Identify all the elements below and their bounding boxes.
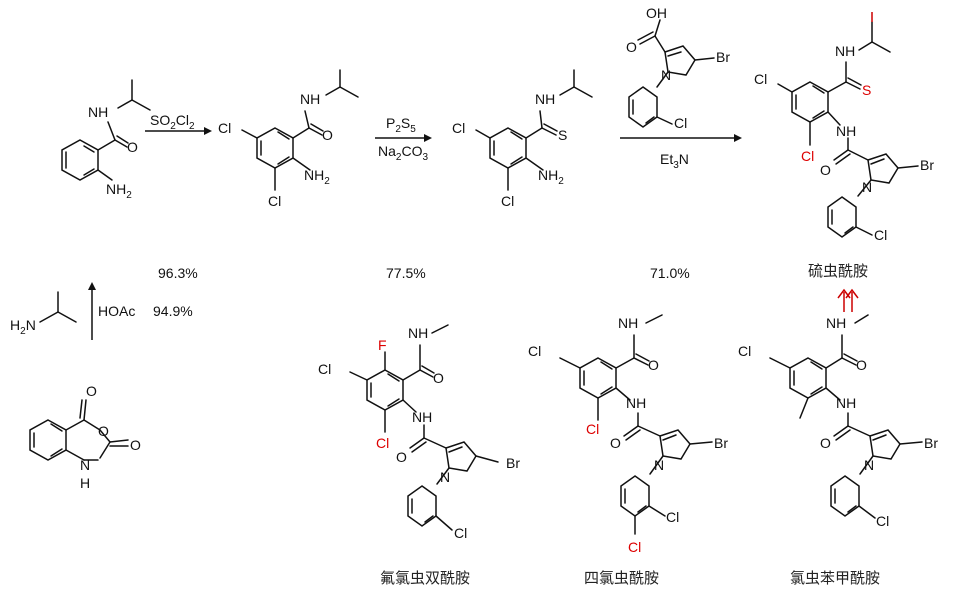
thioamide-s-label: S [862, 82, 871, 98]
molecule-pyrazole-acid: OH O N Br Cl [626, 5, 730, 131]
amide-o-label: O [127, 139, 138, 155]
molecule-tetrachlor: Cl Cl NH O NH O N Br Cl Cl 四氯虫酰胺 [528, 314, 728, 587]
amide-nh-label: NH [826, 315, 846, 331]
amine-nh2-label: NH2 [106, 181, 132, 201]
amide-o-label: O [433, 370, 444, 386]
pyridine-cl-label: Cl [454, 525, 467, 541]
acid-o-label: O [626, 39, 637, 55]
compound-name-fluchlor: 氟氯虫双酰胺 [380, 569, 470, 587]
amide-o-label: O [648, 357, 659, 373]
ring-nh-label: N [80, 457, 90, 473]
molecule-dichloro-amide: Cl Cl NH O NH2 [218, 69, 359, 209]
thioamide-nh-label: NH [535, 91, 555, 107]
step2-arrow: P2S5 Na2CO3 [375, 115, 432, 163]
pyridine-cl-label: Cl [874, 227, 887, 243]
anilide-nh-label: NH [412, 409, 432, 425]
step1-arrow: SO2Cl2 [145, 112, 212, 135]
carbonyl-o-label: O [396, 449, 407, 465]
carbonyl-o-label: O [820, 435, 831, 451]
ring-cl-label: Cl [318, 361, 331, 377]
yield-step3: 71.0% [650, 265, 690, 281]
yield-step1: 96.3% [158, 265, 198, 281]
molecule-fluchlor: F Cl Cl NH O NH O N Br Cl 氟氯虫双酰胺 [318, 324, 520, 587]
derivation-arrows [837, 288, 859, 312]
cl-bottom-label: Cl [268, 193, 281, 209]
ring-cl-label: Cl [754, 71, 767, 87]
pyrazole-n-label: N [440, 469, 450, 485]
reagent-so2cl2: SO2Cl2 [150, 112, 195, 132]
compound-name-chlorantraniliprole: 氯虫苯甲酰胺 [790, 569, 880, 587]
molecule-isopropylamine: H2N [10, 291, 77, 337]
carbonyl-o-label: O [610, 435, 621, 451]
ring-cl-red-label: Cl [586, 421, 599, 437]
cl-top-label: Cl [218, 120, 231, 136]
ring-cl-red-label: Cl [801, 148, 814, 164]
cl-top-label: Cl [452, 120, 465, 136]
molecule-thioamide: Cl Cl NH S NH2 [452, 69, 593, 209]
amide-nh-label: NH [300, 91, 320, 107]
molecule-thiosulfan: Cl Cl NH S NH O N Br Cl 硫虫酰胺 [754, 12, 934, 280]
anilide-nh-label: NH [626, 395, 646, 411]
ring-h-label: H [80, 475, 90, 491]
amine-nh2-label: NH2 [538, 167, 564, 187]
reagent-hoac: HOAc [98, 303, 135, 319]
step0-arrow: HOAc 94.9% [88, 282, 193, 340]
pyrazole-br-label: Br [714, 435, 728, 451]
anilide-nh-label: NH [836, 123, 856, 139]
yield-step2: 77.5% [386, 265, 426, 281]
ring-cl-red-label: Cl [376, 435, 389, 451]
carbonyl-o-label: O [820, 162, 831, 178]
pyrazole-br-label: Br [920, 157, 934, 173]
pyrazole-n-label: N [654, 457, 664, 473]
cl-bottom-label: Cl [501, 193, 514, 209]
pyrazole-br-label: Br [716, 49, 730, 65]
anilide-nh-label: NH [836, 395, 856, 411]
amide-nh-label: NH [88, 104, 108, 120]
compound-name-tetrachlor: 四氯虫酰胺 [584, 569, 659, 587]
molecule-chlorantraniliprole: Cl NH O NH O N Br Cl 氯虫苯甲酰胺 [738, 314, 938, 587]
thioamide-nh-label: NH [835, 43, 855, 59]
ring-o-label: O [98, 423, 109, 439]
acid-oh-label: OH [646, 5, 667, 21]
reagent-et3n: Et3N [660, 151, 689, 171]
amine-h2n-label: H2N [10, 317, 36, 337]
amine-nh2-label: NH2 [304, 167, 330, 187]
reagent-na2co3: Na2CO3 [378, 143, 428, 163]
pyrazole-n-label: N [661, 67, 671, 83]
amide-o-label: O [322, 127, 333, 143]
pyridine-cl-red-label: Cl [628, 539, 641, 555]
molecule-isatoic-anhydride: O O O N H [29, 383, 141, 491]
pyrazole-br-label: Br [924, 435, 938, 451]
carbonyl-o1-label: O [86, 383, 97, 399]
compound-name-thiosulfan: 硫虫酰胺 [808, 262, 868, 280]
ring-cl-label: Cl [738, 343, 751, 359]
amide-nh-label: NH [408, 325, 428, 341]
pyrazole-n-label: N [864, 457, 874, 473]
amide-nh-label: NH [618, 315, 638, 331]
pyridine-cl-label: Cl [666, 509, 679, 525]
pyridine-cl-label: Cl [876, 513, 889, 529]
pyrazole-n-label: N [862, 179, 872, 195]
carbonyl-o2-label: O [130, 437, 141, 453]
pyridine-cl-label: Cl [674, 115, 687, 131]
thioamide-s-label: S [558, 127, 567, 143]
amide-o-label: O [856, 357, 867, 373]
yield-step0: 94.9% [153, 303, 193, 319]
pyrazole-br-label: Br [506, 455, 520, 471]
step3-arrow: Et3N [620, 134, 742, 171]
f-label: F [378, 337, 387, 353]
reagent-p2s5: P2S5 [386, 115, 416, 135]
ring-cl-label: Cl [528, 343, 541, 359]
molecule-anthranilamide: NH O NH2 [61, 79, 151, 201]
